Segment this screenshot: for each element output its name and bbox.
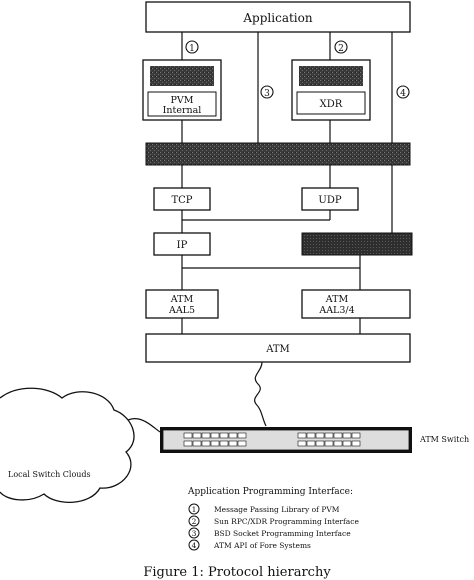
connector-lines [117,32,393,433]
cloud-label: Local Switch Clouds [8,470,91,479]
legend-title: Application Programming Interface: [187,487,353,497]
udp-box [301,187,359,211]
aal5-label-aal: AAL5 [168,305,195,316]
marker-4-label: 4 [400,89,406,99]
aal34-block: ATM AAL3/4 [301,289,411,319]
xdr-inner-box [296,91,366,115]
application-label: Application [242,11,312,25]
aal34-label-aal: AAL3/4 [318,305,354,316]
atm-box [145,333,411,363]
legend-item-1: 1 Message Passing Library of PVM [188,503,340,515]
marker-3-label: 3 [264,89,270,99]
aal34-label-atm: ATM [325,294,349,305]
legend-item-2-text: Sun RPC/XDR Programming Interface [214,517,359,526]
legend-item-3-num: 3 [192,529,197,538]
xdr-api-dark-box [299,66,363,86]
legend-item-4-num: 4 [192,541,197,550]
interface-marker-3: 3 [260,85,274,99]
ip-box [153,232,211,256]
udp-label: UDP [318,195,341,206]
interface-marker-4: 4 [396,85,410,99]
legend-item-2-num: 2 [192,517,197,526]
atm-label: ATM [265,344,290,355]
ip-block: IP [153,232,211,256]
legend-item-3-text: BSD Socket Programming Interface [214,529,351,538]
pvm-internal-label: Internal [163,105,202,116]
application-layer: Application [145,1,411,33]
pvm-internal-box [147,91,217,117]
legend-item-1-num: 1 [192,505,197,514]
udp-block: UDP [301,187,359,211]
legend-item-4-text: ATM API of Fore Systems [213,541,311,550]
legend-item-1-text: Message Passing Library of PVM [214,505,340,514]
aal5-box [145,289,219,319]
xdr-block: XDR [291,59,371,121]
aal5-label-atm: ATM [170,294,194,305]
pvm-block: PVM Internal [142,59,222,121]
socket-layer-dark-bar [145,142,411,166]
marker-1-label: 1 [189,44,195,54]
ip-label: IP [177,240,188,251]
xdr-label: XDR [320,99,343,110]
atm-switch-label: ATM Switch [419,435,469,444]
aal5-block: ATM AAL5 [145,289,219,319]
legend: Application Programming Interface: 1 Mes… [187,487,359,551]
interface-marker-2: 2 [334,40,348,54]
aal34-box [301,289,411,319]
tcp-box [153,187,211,211]
legend-item-2: 2 Sun RPC/XDR Programming Interface [188,515,359,527]
marker-2-label: 2 [338,44,344,54]
legend-item-4: 4 ATM API of Fore Systems [188,539,311,551]
pvm-label: PVM [171,95,194,106]
figure-caption: Figure 1: Protocol hierarchy [143,565,331,580]
pvm-api-dark-box [150,66,214,86]
atm-switch-device [160,427,412,453]
fore-api-dark-box [301,232,413,256]
tcp-label: TCP [171,195,192,206]
local-switch-cloud [0,387,135,504]
atm-layer: ATM [145,333,411,363]
interface-marker-1: 1 [185,40,199,54]
legend-item-3: 3 BSD Socket Programming Interface [188,527,351,539]
tcp-block: TCP [153,187,211,211]
application-box [145,1,411,33]
